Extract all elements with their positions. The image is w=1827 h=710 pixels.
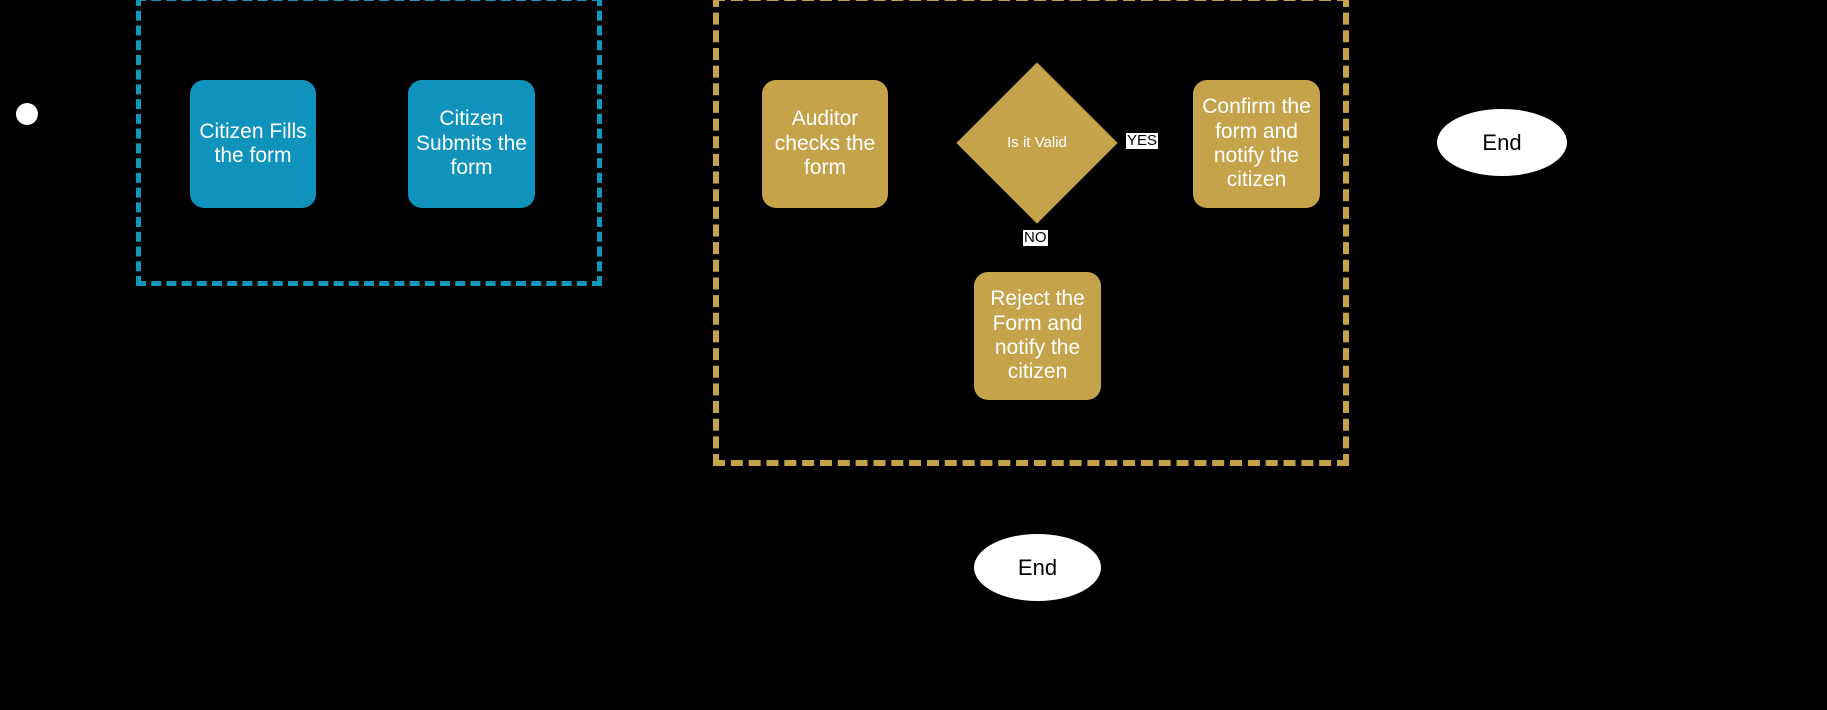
edge-label-yes: YES <box>1126 132 1159 149</box>
node-end-right[interactable]: End <box>1437 109 1567 176</box>
node-reject-the-form-and-notify-the-citizen[interactable]: Reject the Form and notify the citizen <box>974 272 1101 400</box>
node-is-it-valid-decision[interactable]: Is it Valid <box>956 62 1118 224</box>
auditor-lane-container <box>713 0 1349 466</box>
node-label: Confirm the form and notify the citizen <box>1202 95 1311 192</box>
node-auditor-checks-the-form[interactable]: Auditor checks the form <box>762 80 888 208</box>
node-label: Citizen Submits the form <box>416 107 527 180</box>
node-label: Is it Valid <box>1007 134 1067 152</box>
node-label: Auditor checks the form <box>774 107 876 180</box>
node-label: Citizen Fills the form <box>199 119 307 167</box>
node-label: Reject the Form and notify the citizen <box>990 287 1085 384</box>
node-label: End <box>1482 129 1522 155</box>
node-citizen-fills-the-form[interactable]: Citizen Fills the form <box>190 80 316 208</box>
node-end-bottom[interactable]: End <box>974 534 1101 601</box>
edge-label-no: NO <box>1023 229 1048 246</box>
start-node[interactable] <box>16 103 38 125</box>
citizen-lane-container <box>136 0 602 286</box>
node-confirm-the-form-and-notify-the-citizen[interactable]: Confirm the form and notify the citizen <box>1193 80 1320 208</box>
node-citizen-submits-the-form[interactable]: Citizen Submits the form <box>408 80 535 208</box>
node-label: End <box>1017 554 1058 580</box>
